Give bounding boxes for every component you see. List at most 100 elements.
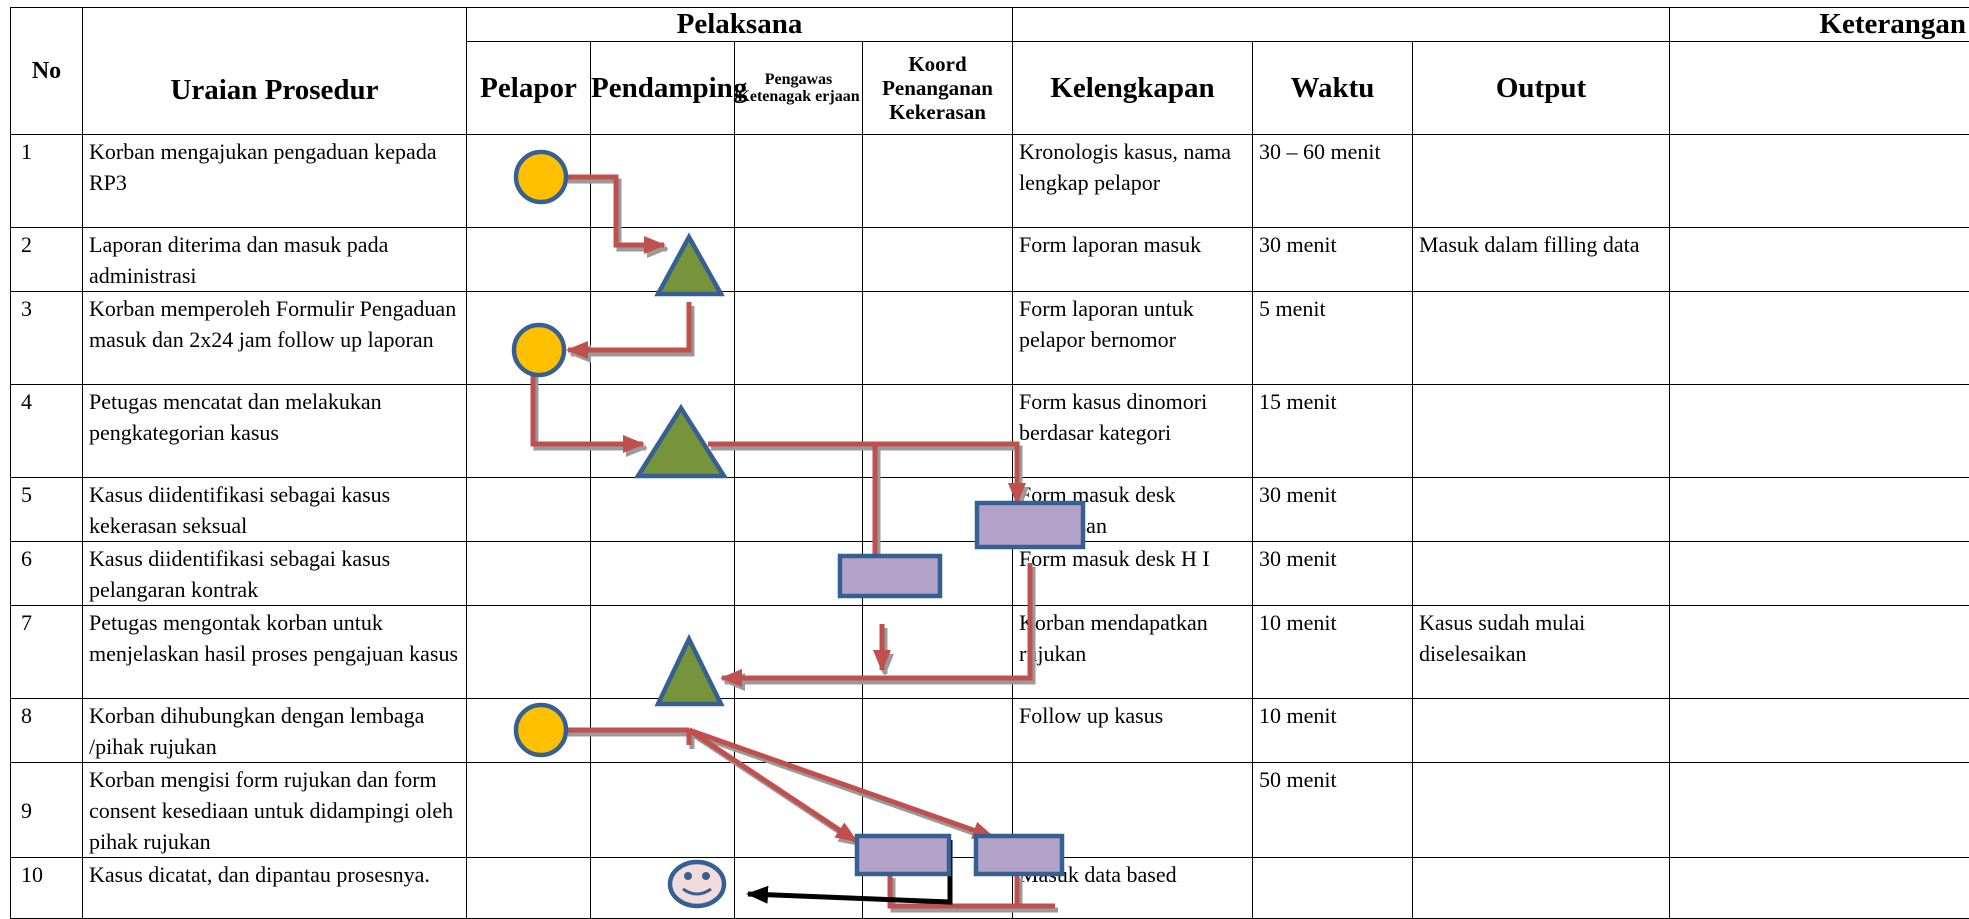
row-output [1413, 763, 1670, 858]
lane-koord [863, 858, 1013, 919]
row-output [1413, 699, 1670, 763]
row-keterangan [1670, 699, 1969, 763]
header-blank [1013, 8, 1670, 42]
row-number: 9 [11, 763, 83, 858]
row-number: 8 [11, 699, 83, 763]
row-number: 5 [11, 478, 83, 542]
row-waktu: 15 menit [1253, 385, 1413, 478]
row-keterangan [1670, 385, 1969, 478]
header-koord: Koord Penanganan Kekerasan [863, 42, 1013, 135]
lane-pelapor [467, 478, 591, 542]
row-waktu [1253, 858, 1413, 919]
row-uraian: Kasus dicatat, dan dipantau prosesnya. [83, 858, 467, 919]
lane-pengawas [735, 385, 863, 478]
lane-pengawas [735, 478, 863, 542]
lane-koord [863, 478, 1013, 542]
lane-pengawas [735, 135, 863, 228]
lane-koord [863, 292, 1013, 385]
lane-pengawas [735, 858, 863, 919]
row-number: 3 [11, 292, 83, 385]
header-pelaksana: Pelaksana [467, 8, 1013, 42]
row-output: Kasus sudah mulai diselesaikan [1413, 606, 1670, 699]
row-keterangan [1670, 135, 1969, 228]
lane-pelapor [467, 135, 591, 228]
row-number: 7 [11, 606, 83, 699]
lane-pendamping [591, 763, 735, 858]
lane-koord [863, 385, 1013, 478]
lane-pendamping [591, 135, 735, 228]
header-pengawas: Pengawas Ketenagak erjaan [735, 42, 863, 135]
row-uraian: Kasus diidentifikasi sebagai kasus pelan… [83, 542, 467, 606]
row-kelengkapan: Form masuk desk H I [1013, 542, 1253, 606]
lane-pendamping [591, 228, 735, 292]
row-waktu: 30 – 60 menit [1253, 135, 1413, 228]
row-output [1413, 385, 1670, 478]
row-output [1413, 478, 1670, 542]
row-kelengkapan: Korban mendapatkan rujukan [1013, 606, 1253, 699]
lane-pengawas [735, 606, 863, 699]
row-kelengkapan: Form laporan untuk pelapor bernomor [1013, 292, 1253, 385]
header-output: Output [1413, 42, 1670, 135]
header-keterangan: Keterangan [1670, 8, 1969, 42]
header-uraian: Uraian Prosedur [83, 8, 467, 135]
row-number: 6 [11, 542, 83, 606]
lane-koord [863, 763, 1013, 858]
row-waktu: 10 menit [1253, 606, 1413, 699]
row-uraian: Korban dihubungkan dengan lembaga /pihak… [83, 699, 467, 763]
lane-pelapor [467, 228, 591, 292]
lane-pendamping [591, 385, 735, 478]
row-uraian: Korban mengisi form rujukan dan form con… [83, 763, 467, 858]
lane-pelapor [467, 385, 591, 478]
row-output [1413, 292, 1670, 385]
lane-pelapor [467, 606, 591, 699]
lane-pendamping [591, 542, 735, 606]
row-number: 1 [11, 135, 83, 228]
row-kelengkapan: Follow up kasus [1013, 699, 1253, 763]
header-pendamping: Pendamping [591, 42, 735, 135]
lane-koord [863, 542, 1013, 606]
lane-pendamping [591, 478, 735, 542]
header-kelengkapan: Kelengkapan [1013, 42, 1253, 135]
row-kelengkapan: Kronologis kasus, nama lengkap pelapor [1013, 135, 1253, 228]
lane-pelapor [467, 858, 591, 919]
row-keterangan [1670, 292, 1969, 385]
lane-pengawas [735, 699, 863, 763]
lane-pelapor [467, 699, 591, 763]
row-kelengkapan: Masuk data based [1013, 858, 1253, 919]
row-waktu: 30 menit [1253, 542, 1413, 606]
lane-pengawas [735, 763, 863, 858]
procedure-table: No Uraian Prosedur Pelaksana Keterangan … [10, 7, 1969, 919]
row-uraian: Kasus diidentifikasi sebagai kasus keker… [83, 478, 467, 542]
lane-pendamping [591, 699, 735, 763]
row-uraian: Petugas mencatat dan melakukan pengkateg… [83, 385, 467, 478]
lane-pendamping [591, 292, 735, 385]
row-output [1413, 858, 1670, 919]
row-number: 4 [11, 385, 83, 478]
row-keterangan [1670, 478, 1969, 542]
lane-koord [863, 606, 1013, 699]
lane-koord [863, 699, 1013, 763]
row-waktu: 30 menit [1253, 478, 1413, 542]
row-uraian: Petugas mengontak korban untuk menjelask… [83, 606, 467, 699]
row-number: 10 [11, 858, 83, 919]
row-keterangan [1670, 763, 1969, 858]
header-no: No [11, 8, 83, 135]
lane-pengawas [735, 292, 863, 385]
row-uraian: Laporan diterima dan masuk pada administ… [83, 228, 467, 292]
row-kelengkapan: Form kasus dinomori berdasar kategori [1013, 385, 1253, 478]
lane-pendamping [591, 858, 735, 919]
row-uraian: Korban memperoleh Formulir Pengaduan mas… [83, 292, 467, 385]
row-waktu: 5 menit [1253, 292, 1413, 385]
lane-pengawas [735, 228, 863, 292]
row-keterangan [1670, 228, 1969, 292]
header-pelapor: Pelapor [467, 42, 591, 135]
row-keterangan [1670, 858, 1969, 919]
